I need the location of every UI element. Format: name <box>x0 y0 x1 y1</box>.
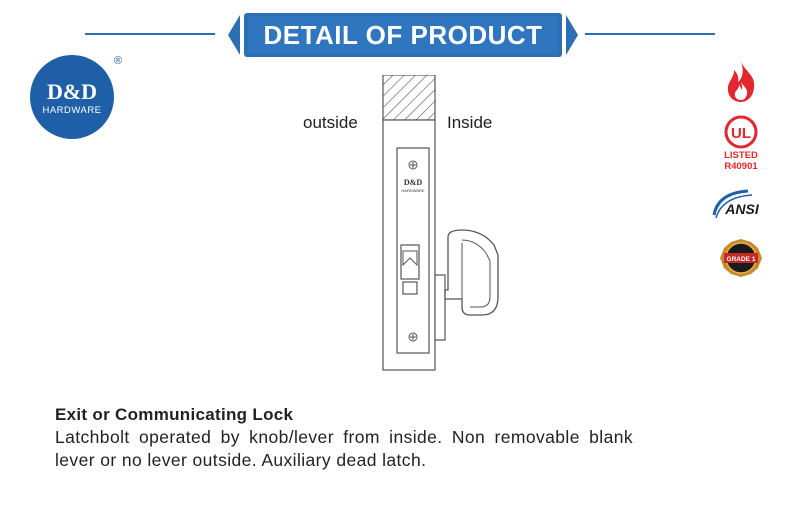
ansi-text: ANSI <box>724 201 760 217</box>
lever-rose <box>434 274 446 341</box>
banner-shape <box>228 13 578 57</box>
door-frame-section <box>382 75 436 121</box>
label-inside: Inside <box>447 113 493 132</box>
product-description: Exit or Communicating Lock Latchbolt ope… <box>55 404 633 472</box>
description-body: Latchbolt operated by knob/lever from in… <box>55 427 633 470</box>
plate-logo-sub: HARDWARE <box>401 188 425 193</box>
grade-1-badge: GRADE 1 <box>720 239 762 277</box>
banner-title: DETAIL OF PRODUCT <box>263 20 543 50</box>
registered-mark: ® <box>114 55 123 67</box>
ul-listed-mark: UL <box>724 115 758 149</box>
plate-logo-main: D&D <box>404 178 422 187</box>
ul-mark-text: UL <box>731 125 751 142</box>
description-title: Exit or Communicating Lock <box>55 405 294 424</box>
header-divider-right <box>585 33 715 35</box>
ansi-logo: ANSI <box>712 189 760 219</box>
lock-technical-drawing: D&D HARDWARE <box>382 75 499 371</box>
screw-icon <box>408 332 418 342</box>
ul-listed-label: LISTED <box>724 150 758 161</box>
screw-icon <box>408 160 418 170</box>
lever-handle-inner <box>461 239 491 308</box>
grade-text: GRADE 1 <box>727 256 756 263</box>
ul-listed-text: LISTED R40901 <box>715 150 767 172</box>
flame-icon <box>727 62 755 102</box>
ul-listing-number: R40901 <box>724 161 758 172</box>
logo-main-text: D&D <box>46 79 98 104</box>
auxiliary-dead-latch <box>402 281 418 295</box>
logo-sub-text: HARDWARE <box>42 105 102 116</box>
latch-bolt <box>400 244 420 280</box>
label-outside: outside <box>303 113 358 132</box>
logo-circle <box>30 55 114 139</box>
section-banner: DETAIL OF PRODUCT <box>228 10 578 60</box>
brand-logo: D&D HARDWARE ® <box>30 55 123 145</box>
header-divider-left <box>85 33 215 35</box>
